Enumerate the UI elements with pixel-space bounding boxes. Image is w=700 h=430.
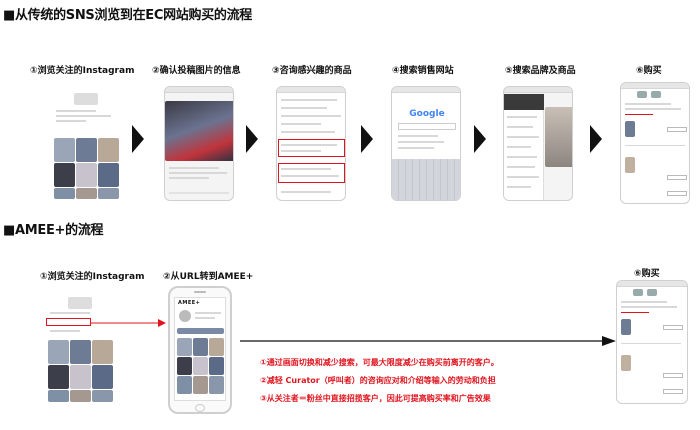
s1-comment-highlight <box>278 163 345 183</box>
s1-step4-label: ④搜索销售网站 <box>392 66 454 76</box>
amee-app-header: AMEE+ <box>178 300 201 306</box>
arrow-right-icon <box>474 125 486 153</box>
section1-title: ■从传统的SNS浏览到在EC网站购买的流程 <box>3 8 253 23</box>
s2-step2-label: ②从URL转到AMEE+ <box>163 272 254 282</box>
s2-profile-url-highlight <box>46 318 91 326</box>
url-redirect-arrow-icon <box>90 319 166 327</box>
s1-comment-inquiry-screen <box>276 86 346 201</box>
s1-step2-label: ②确认投稿图片的信息 <box>152 66 241 76</box>
s2-amee-phone: AMEE+ <box>168 286 232 414</box>
s1-purchase-screen <box>620 82 690 204</box>
s1-comment-highlight <box>278 139 345 157</box>
keyboard <box>392 159 460 200</box>
s2-step1-label: ①浏览关注的Instagram <box>40 272 145 282</box>
arrow-right-icon <box>132 125 144 153</box>
s1-google-search-screen: Google <box>391 86 461 201</box>
s1-step3-label: ③咨询感兴趣的商品 <box>272 66 352 76</box>
arrow-right-icon <box>361 125 373 153</box>
s1-step5-label: ⑤搜索品牌及商品 <box>505 66 576 76</box>
long-arrow-right-icon <box>240 336 616 346</box>
arrow-right-icon <box>246 125 258 153</box>
s1-instagram-profile-screen <box>52 90 122 200</box>
benefit-2: ②减轻 Curator（呼叫者）的咨询应对和介绍等输入的劳动和负担 <box>260 376 496 385</box>
s1-step6-label: ⑥购买 <box>636 66 662 76</box>
s2-purchase-screen <box>616 280 688 404</box>
benefit-3: ③从关注者＝粉丝中直接招揽客户，因此可提高购买率和广告效果 <box>260 394 491 403</box>
s1-post-screen <box>164 86 234 201</box>
s2-step6-label: ⑥购买 <box>634 269 660 279</box>
s2-instagram-profile-screen <box>46 294 116 404</box>
s1-step1-label: ①浏览关注的Instagram <box>30 66 135 76</box>
arrow-right-icon <box>590 125 602 153</box>
benefit-1: ①通过画面切换和减少搜索，可最大限度减少在购买前离开的客户。 <box>260 358 499 367</box>
google-logo: Google <box>409 109 445 119</box>
s1-brand-search-screen <box>503 86 573 201</box>
section2-title: ■AMEE+的流程 <box>3 223 104 238</box>
